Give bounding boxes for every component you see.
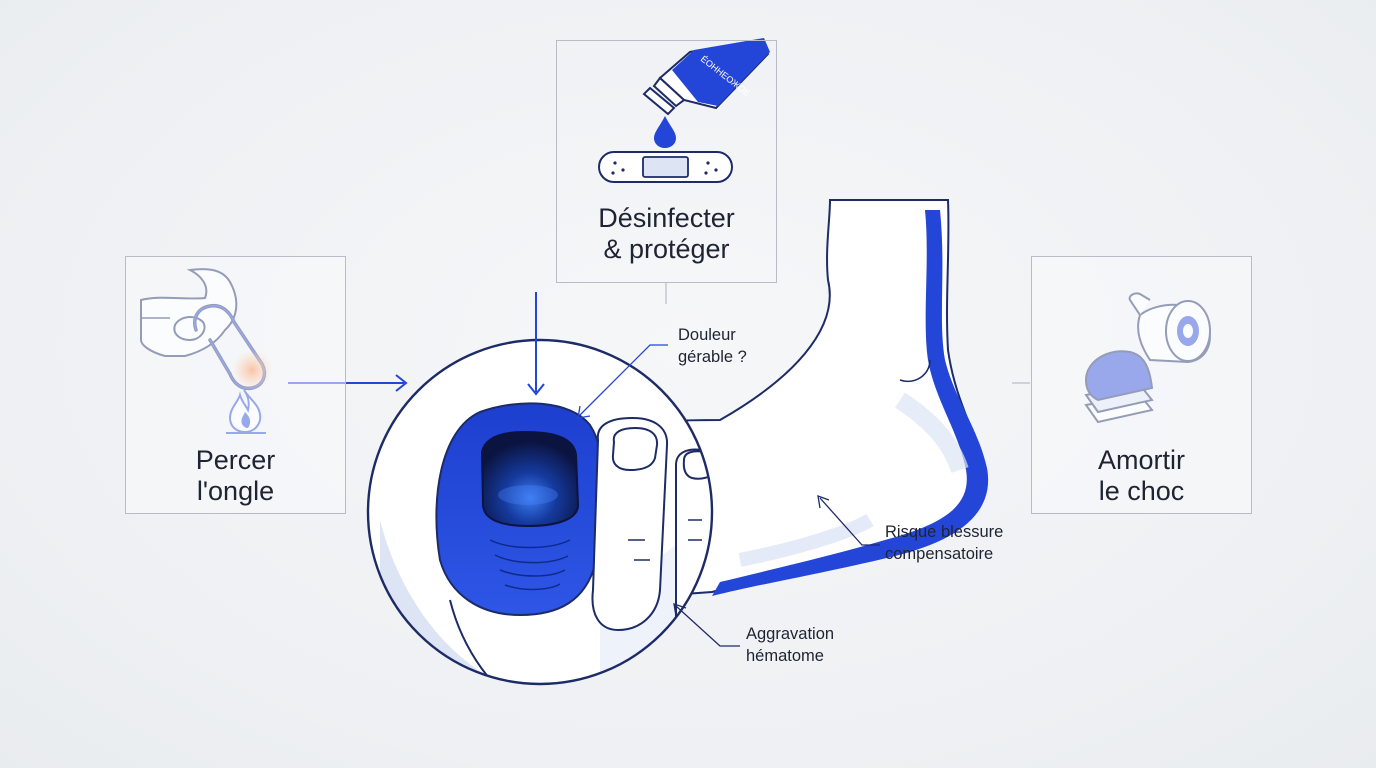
annotation-injury: Risque blessure compensatoire [885,521,1003,565]
panel-disinfect-protect-line2: & protéger [603,234,730,264]
annotation-pain-line2: gérable ? [678,348,747,366]
annotation-hematoma-line2: hématome [746,647,824,665]
annotation-pain: Douleur gérable ? [678,324,747,368]
arrow-down-to-nail [527,292,545,396]
panel-cushion-shock-line1: Amortir [1098,445,1185,475]
panel-cushion-shock-line2: le choc [1098,476,1185,506]
annotation-pain-line1: Douleur [678,326,736,344]
annotation-hematoma: Aggravation hématome [746,623,834,667]
bandage-icon [598,151,733,183]
panel-cushion-shock-label: Amortir le choc [1032,445,1251,507]
panel-disinfect-protect-line1: Désinfecter [598,203,735,233]
panel-pierce-nail-label: Percer l'ongle [126,445,345,507]
ointment-tube-icon: ÉOHHEОЖОЕ [642,38,770,116]
toe-closeup-illustration [366,338,714,686]
panel-pierce-nail-line1: Percer [195,445,276,475]
pointer-injury [817,495,880,546]
pointer-hematoma [673,603,740,647]
pointer-pain [577,344,668,419]
panel-pierce-nail: Percer l'ongle [125,256,346,514]
panel-disinfect-protect: Désinfecter & protéger [556,40,777,283]
panel-disinfect-protect-label: Désinfecter & protéger [557,203,776,265]
panel-pierce-nail-line2: l'ongle [196,476,275,506]
annotation-injury-line2: compensatoire [885,545,994,563]
annotation-hematoma-line1: Aggravation [746,625,835,643]
drop-icon [654,116,676,148]
panel-cushion-shock: Amortir le choc [1031,256,1252,514]
annotation-injury-line1: Risque blessure [885,523,1004,541]
